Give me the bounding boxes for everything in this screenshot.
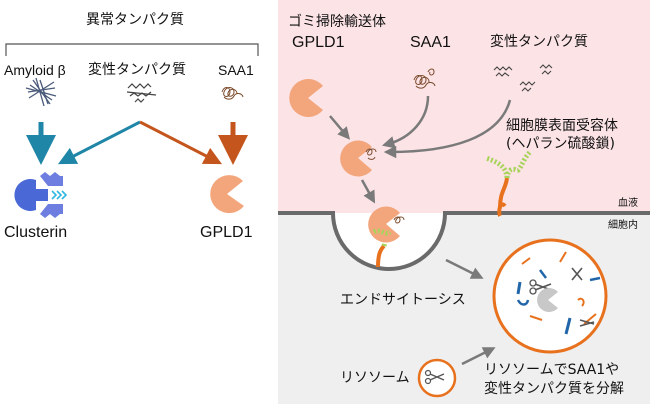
result-line2: 変性タンパク質を分解 <box>484 381 624 397</box>
intracellular-label: 細胞内 <box>608 220 638 231</box>
lysosome-digesting <box>492 238 608 354</box>
denatured-free-icon <box>493 64 553 92</box>
receptor-label-line2: (ヘパラン硫酸鎖) <box>506 136 615 152</box>
gpld1-free-icon <box>289 78 323 117</box>
denatured-right-label: 変性タンパク質 <box>490 34 588 50</box>
blood-region <box>278 0 650 213</box>
denatured-protein-icon <box>126 83 157 103</box>
receptor-free-icon <box>485 150 532 217</box>
result-line1: リソソームでSAA1や <box>484 362 620 378</box>
title-bracket <box>5 43 259 56</box>
complex-cargo-icon <box>365 148 377 160</box>
denatured-to-clusterin-arrow <box>57 120 141 165</box>
denatured-to-gpld1-arrow <box>139 120 223 165</box>
saa1-right-label: SAA1 <box>410 34 451 51</box>
abnormal-proteins-title: 異常タンパク質 <box>86 12 184 28</box>
complex-down-arrow <box>360 179 376 204</box>
denatured-protein-label: 変性タンパク質 <box>88 62 186 78</box>
left-panel <box>5 43 259 218</box>
gpld1-heading-line1: ゴミ掃除輸送体 <box>288 14 386 30</box>
saa1-label: SAA1 <box>218 62 254 78</box>
gpld1-heading-line2: GPLD1 <box>292 34 345 51</box>
gpld1-label: GPLD1 <box>200 224 253 241</box>
endocytosis-label: エンドサイトーシス <box>340 292 466 308</box>
denatured-curve-arrow <box>383 99 512 159</box>
gpld1-down-arrow <box>329 115 351 140</box>
lysosome-label: リソソーム <box>340 370 410 386</box>
receptor-bound-icon <box>368 206 405 268</box>
saa1-free-icon <box>413 68 436 89</box>
endocytosis-arrow <box>445 258 484 279</box>
clusterin-icon <box>14 172 68 218</box>
gpld1-complex-icon <box>340 140 372 177</box>
saa1-protein-icon <box>221 87 244 100</box>
amyloid-beta-icon <box>25 77 57 107</box>
right-panel <box>278 0 650 404</box>
cell-membrane <box>278 211 650 271</box>
amyloid-beta-label: Amyloid β <box>4 62 66 78</box>
clusterin-label: Clusterin <box>4 224 68 241</box>
receptor-label-line1: 細胞膜表面受容体 <box>506 118 618 134</box>
blood-label: 血液 <box>618 198 638 209</box>
lysosome-small-icon <box>417 358 457 398</box>
saa1-curve-arrow <box>381 95 430 149</box>
gpld1-icon <box>210 175 244 214</box>
lysosome-arrow <box>461 347 496 366</box>
